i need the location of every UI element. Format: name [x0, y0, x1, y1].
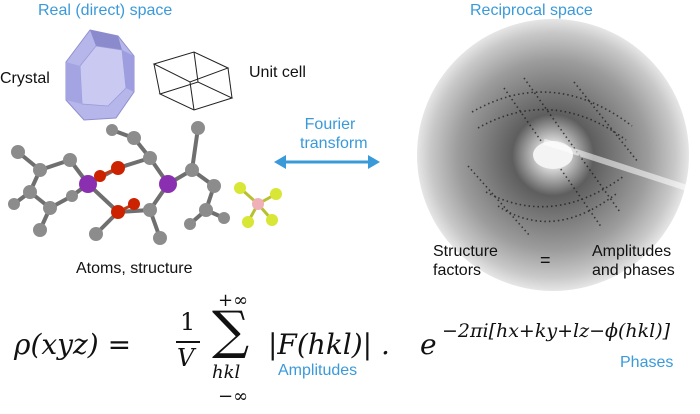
structure-line-2: factors: [433, 262, 482, 279]
sum-index: hkl: [212, 362, 241, 383]
crystal-label: Crystal: [0, 70, 50, 87]
reciprocal-space-heading: Reciprocal space: [470, 2, 593, 19]
exponent: −2πi[hx+ky+lz−ϕ(hkl)]: [442, 320, 671, 342]
diffraction-pattern: [417, 19, 689, 291]
amplitudes-note: Amplitudes: [278, 362, 358, 379]
equals-sign: =: [540, 250, 551, 270]
amplitudes-line-1: Amplitudes: [592, 243, 672, 260]
fourier-line-1: Fourier: [304, 116, 356, 133]
fourier-transform-label: Fourier transform: [300, 115, 368, 153]
molecule-structure: [8, 121, 282, 245]
summation-symbol: ∑: [212, 301, 250, 361]
fraction-denominator: V: [177, 344, 195, 372]
fraction-bar: [176, 341, 200, 343]
structure-line-1: Structure: [433, 243, 498, 260]
amplitude-term: |F(hkl)| .: [268, 328, 390, 361]
double-arrow-icon: [274, 155, 380, 169]
phases-note: Phases: [620, 354, 674, 371]
amplitudes-phases-label: Amplitudes and phases: [592, 242, 675, 280]
crystal-illustration: [65, 29, 135, 121]
real-space-heading: Real (direct) space: [38, 2, 173, 19]
unit-cell-icon: [152, 51, 234, 111]
density-lhs: ρ(xyz) =: [14, 328, 132, 361]
structure-factors-label: Structure factors: [433, 242, 498, 280]
amplitudes-line-2: and phases: [592, 262, 675, 279]
unit-cell-label: Unit cell: [249, 64, 306, 81]
sum-lower-limit: −∞: [218, 386, 249, 407]
atoms-structure-label: Atoms, structure: [76, 260, 193, 277]
sum-upper-limit: +∞: [218, 290, 249, 311]
fraction-numerator: 1: [180, 308, 196, 336]
fourier-line-2: transform: [300, 135, 368, 152]
exponential-base: e: [420, 328, 437, 361]
